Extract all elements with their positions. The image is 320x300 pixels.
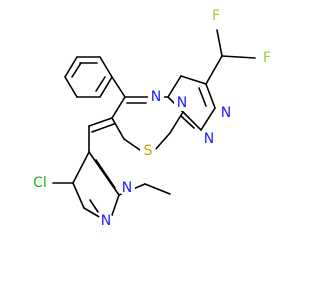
fluorine-1-label: F <box>212 8 220 24</box>
fluorine-1: F <box>208 8 224 24</box>
chlorine: Cl <box>29 172 51 194</box>
bond <box>89 199 99 213</box>
bond <box>83 207 102 219</box>
bond <box>205 83 216 109</box>
molecule-canvas: F F N N N N S <box>29 8 275 229</box>
imine-nitrogen-label: N <box>151 89 161 105</box>
imine-nitrogen: N <box>148 89 164 105</box>
bond <box>180 75 207 85</box>
bond <box>154 132 171 151</box>
triazole-nitrogen-1-label: N <box>221 105 231 121</box>
bond <box>111 76 126 98</box>
triazole-nitrogen-1: N <box>218 105 234 121</box>
triazole-nitrogen-2-label: N <box>204 131 214 147</box>
bond <box>200 107 216 131</box>
fluorine-2-label: F <box>263 50 271 66</box>
pyrazole-nitrogen-2: N <box>98 213 114 229</box>
bond <box>169 111 184 134</box>
bond <box>180 115 195 129</box>
bond <box>95 159 116 189</box>
bond <box>144 183 171 195</box>
bond <box>110 194 120 219</box>
sulfur-label: S <box>144 143 153 159</box>
bonds <box>52 29 256 219</box>
ring-nitrogen-label: N <box>177 95 187 111</box>
bond <box>216 29 223 57</box>
bond <box>95 76 106 92</box>
bond <box>111 96 126 119</box>
bond <box>198 87 207 107</box>
bond <box>64 76 78 98</box>
fluorine-2: F <box>259 50 275 66</box>
bond <box>72 182 85 209</box>
bond <box>123 138 141 151</box>
pyrazole-nitrogen-1-label: N <box>122 180 132 196</box>
bond <box>72 151 90 184</box>
chlorine-label: Cl <box>33 175 47 191</box>
pyrazole-nitrogen-1: N <box>119 180 135 196</box>
atom-labels: F F N N N N S <box>29 8 275 229</box>
bond <box>88 117 113 127</box>
bond <box>99 76 113 98</box>
triazole-nitrogen-2: N <box>201 131 217 147</box>
bond <box>167 75 182 98</box>
bond <box>64 56 78 78</box>
bond <box>205 55 223 85</box>
bond <box>71 62 82 78</box>
bond <box>182 111 202 131</box>
molecule-structure: F F N N N N S <box>29 8 275 229</box>
sulfur: S <box>140 143 156 159</box>
bond <box>91 123 115 133</box>
bond <box>221 55 256 59</box>
bond <box>111 117 125 140</box>
bond <box>99 56 113 78</box>
pyrazole-nitrogen-2-label: N <box>101 213 111 229</box>
ring-nitrogen: N <box>174 95 190 111</box>
